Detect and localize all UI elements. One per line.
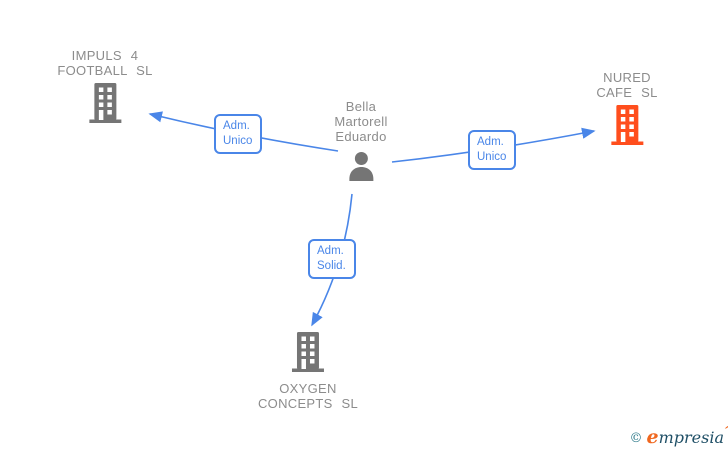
building-icon xyxy=(88,83,122,128)
company-name: OXYGEN CONCEPTS SL xyxy=(257,381,359,411)
node-oxygen-concepts-sl[interactable]: OXYGEN CONCEPTS SL xyxy=(258,332,358,411)
person-icon xyxy=(345,151,377,188)
person-name: Bella Martorell Eduardo xyxy=(334,99,388,144)
building-icon xyxy=(610,105,644,150)
copyright-icon: © xyxy=(629,431,643,446)
company-name: NURED CAFE SL xyxy=(596,70,658,100)
edge-label-adm-unico-nured[interactable]: Adm. Unico xyxy=(468,130,517,170)
node-nured-cafe-sl[interactable]: NURED CAFE SL xyxy=(596,70,657,150)
company-name: IMPULS 4 FOOTBALL SL xyxy=(57,48,153,78)
node-person-bella-martorell-eduardo[interactable]: Bella Martorell Eduardo xyxy=(334,99,387,188)
empresia-logo-initial[interactable]: e xyxy=(646,426,659,448)
node-impuls-4-football-sl[interactable]: IMPULS 4 FOOTBALL SL xyxy=(57,48,152,128)
edge-label-adm-unico-impuls[interactable]: Adm. Unico xyxy=(214,114,263,154)
edge-label-adm-solid-oxygen[interactable]: Adm. Solid. xyxy=(308,239,356,279)
logo-accent-stroke: ´ xyxy=(719,424,728,442)
building-icon xyxy=(291,332,325,377)
empresia-watermark: ©empresia´ xyxy=(630,425,728,448)
empresia-logo-text[interactable]: mpresia xyxy=(658,428,724,447)
